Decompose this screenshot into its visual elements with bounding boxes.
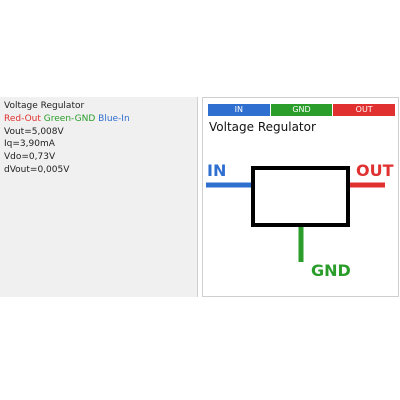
regulator-body — [251, 166, 350, 227]
component-title: Voltage Regulator — [4, 101, 85, 111]
dvout-value: dVout=0,005V — [4, 164, 70, 175]
diagram-panel: IN GND OUT Voltage Regulator IN OUT GND — [202, 97, 399, 297]
out-pin-label: OUT — [356, 161, 394, 180]
pin-color-legend: Red-Out Green-GND Blue-In — [4, 113, 193, 126]
iq-value: Iq=3,90mA — [4, 139, 55, 150]
info-panel: Voltage Regulator Red-Out Green-GND Blue… — [0, 97, 198, 297]
gnd-pin-label: GND — [311, 261, 351, 280]
legend-out: Red-Out — [4, 113, 41, 124]
in-pin-label: IN — [207, 161, 226, 180]
legend-in: Blue-In — [98, 113, 130, 124]
vdo-value: Vdo=0,73V — [4, 152, 56, 163]
pin-tab-gnd: GND — [270, 104, 334, 116]
pin-legend-bar: IN GND OUT — [208, 104, 396, 116]
diagram-title: Voltage Regulator — [209, 120, 316, 134]
vout-value: Vout=5,008V — [4, 126, 64, 137]
pin-tab-out: OUT — [333, 104, 396, 116]
legend-gnd: Green-GND — [43, 113, 96, 124]
regulator-schematic: IN OUT GND — [206, 161, 394, 280]
pin-tab-in: IN — [208, 104, 271, 116]
